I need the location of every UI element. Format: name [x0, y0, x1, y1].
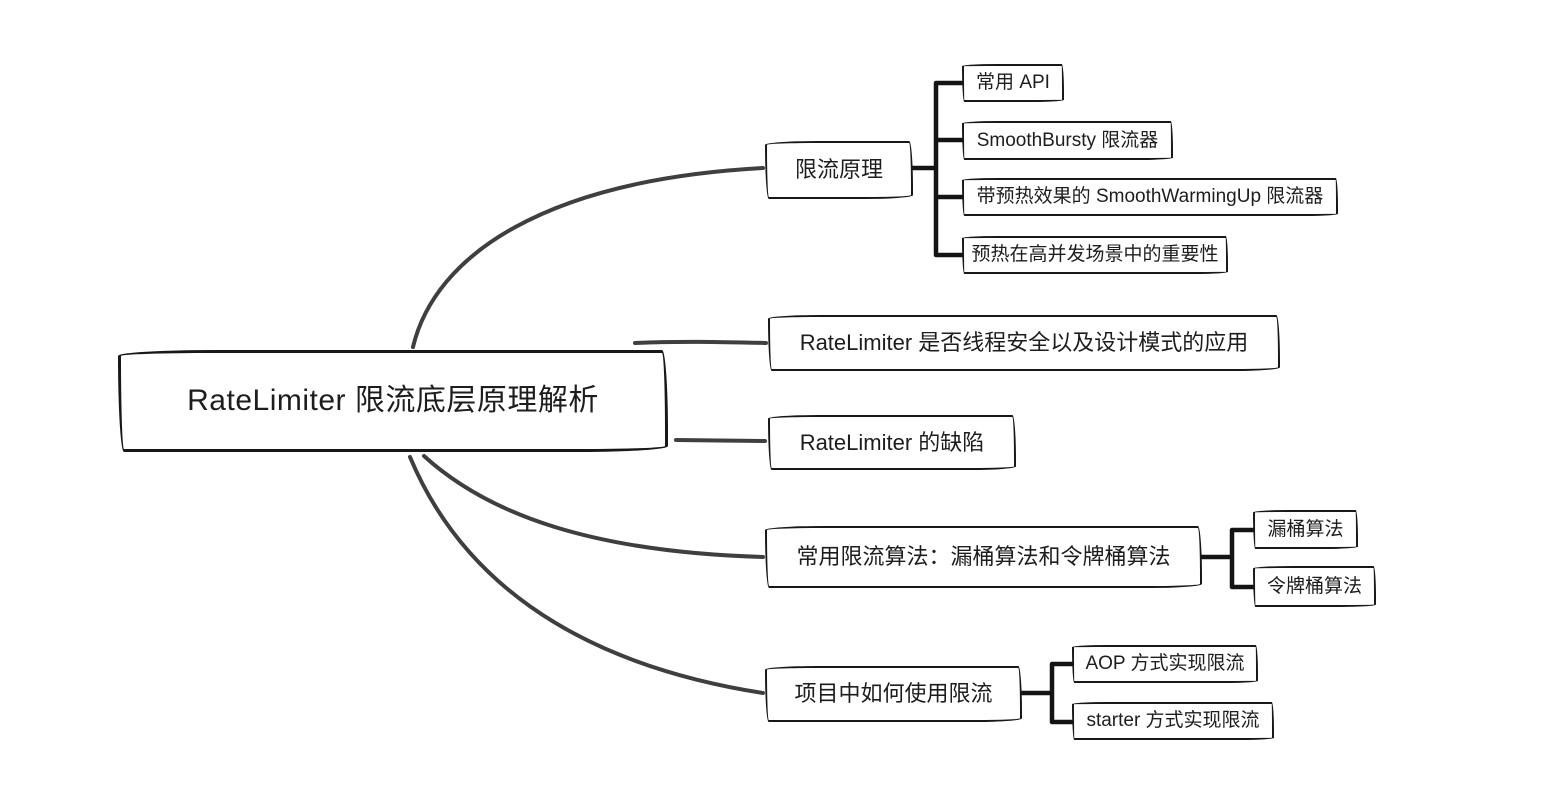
- curve-central-to-usage: [408, 455, 765, 695]
- subtopic-aop-limiting[interactable]: AOP 方式实现限流: [1072, 645, 1258, 683]
- bracket-principle: [908, 80, 966, 258]
- branch-defects[interactable]: RateLimiter 的缺陷: [768, 415, 1016, 470]
- branch-thread-safety[interactable]: RateLimiter 是否线程安全以及设计模式的应用: [768, 315, 1280, 371]
- subtopic-leaky-bucket[interactable]: 漏桶算法: [1253, 510, 1358, 549]
- subtopic-starter-limiting[interactable]: starter 方式实现限流: [1072, 702, 1274, 740]
- subtopic-smoothbursty[interactable]: SmoothBursty 限流器: [962, 121, 1173, 160]
- bracket-algorithms: [1199, 527, 1257, 590]
- subtopic-smoothwarmingup[interactable]: 带预热效果的 SmoothWarmingUp 限流器: [962, 178, 1338, 216]
- curve-central-to-algorithms: [422, 454, 765, 559]
- curve-central-to-thread-safety: [633, 339, 768, 345]
- central-topic[interactable]: RateLimiter 限流底层原理解析: [118, 350, 668, 452]
- bracket-usage: [1019, 661, 1076, 725]
- subtopic-common-api[interactable]: 常用 API: [962, 64, 1064, 102]
- subtopic-warmup-importance[interactable]: 预热在高并发场景中的重要性: [962, 236, 1228, 274]
- curve-central-to-principle: [411, 166, 765, 349]
- branch-algorithms[interactable]: 常用限流算法：漏桶算法和令牌桶算法: [765, 526, 1202, 588]
- curve-central-to-defects: [674, 438, 767, 443]
- subtopic-token-bucket[interactable]: 令牌桶算法: [1253, 566, 1376, 607]
- branch-usage[interactable]: 项目中如何使用限流: [765, 666, 1022, 722]
- branch-principle[interactable]: 限流原理: [765, 141, 913, 199]
